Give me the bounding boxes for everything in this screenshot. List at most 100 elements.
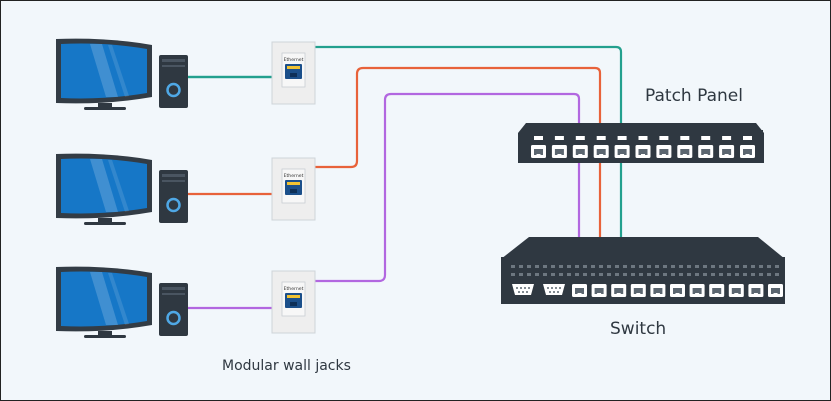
vent-dot: [727, 265, 731, 268]
vent-dot: [775, 265, 779, 268]
vent-dot: [543, 265, 547, 268]
patch-panel-port: [677, 145, 693, 158]
patch-panel-top-holes: [534, 136, 752, 140]
vent-dot: [719, 265, 723, 268]
vent-dot: [671, 265, 675, 268]
vent-dot: [519, 265, 523, 268]
patch-panel-port: [572, 145, 588, 158]
vent-dot: [743, 273, 747, 276]
switch-port: [591, 284, 607, 297]
vent-dot: [687, 265, 691, 268]
vent-dot: [543, 273, 547, 276]
vent-dot: [711, 265, 715, 268]
patch-panel-port: [551, 145, 567, 158]
vent-dot: [767, 273, 771, 276]
vent-dot: [663, 273, 667, 276]
vent-dot: [711, 273, 715, 276]
patch-panel: [518, 123, 764, 163]
patch-panel-label: Patch Panel: [645, 86, 743, 106]
vent-dot: [767, 265, 771, 268]
vent-dot: [759, 265, 763, 268]
vent-dot: [759, 273, 763, 276]
tower-icon: [159, 170, 188, 223]
vent-dot: [719, 273, 723, 276]
jack-label: Ethernet: [284, 173, 304, 179]
power-button-icon: [166, 310, 181, 326]
vent-dot: [615, 273, 619, 276]
vent-dot: [703, 273, 707, 276]
computer-2: [56, 153, 188, 225]
console-port: [512, 284, 534, 295]
vent-dot: [623, 273, 627, 276]
patch-panel-hole: [554, 136, 564, 140]
vent-dot: [687, 273, 691, 276]
switch-port: [650, 284, 666, 297]
vent-dot: [695, 273, 699, 276]
vent-dot: [583, 265, 587, 268]
vent-dot: [519, 273, 523, 276]
switch-label: Switch: [610, 319, 666, 339]
vent-dot: [663, 265, 667, 268]
vent-dot: [615, 265, 619, 268]
switch-port: [630, 284, 646, 297]
switch-port: [709, 284, 725, 297]
vent-dot: [551, 265, 555, 268]
patch-panel-hole: [534, 136, 543, 140]
patch-panel-ports: [531, 145, 755, 158]
patch-panel-port: [740, 145, 755, 158]
switch-ports: [572, 284, 783, 297]
jack-label: Ethernet: [284, 57, 304, 63]
patch-panel-port: [656, 145, 672, 158]
patch-panel-port: [719, 145, 735, 158]
patch-panel-port: [614, 145, 630, 158]
switch-port: [748, 284, 764, 297]
vent-dot: [511, 273, 515, 276]
vent-dot: [655, 273, 659, 276]
switch-console-ports: [512, 284, 565, 295]
patch-panel-hole: [743, 136, 752, 140]
vent-dot: [599, 273, 603, 276]
vent-dot: [727, 273, 731, 276]
vent-dot: [575, 273, 579, 276]
vent-dot: [655, 265, 659, 268]
patch-panel-port: [593, 145, 609, 158]
vent-dot: [679, 273, 683, 276]
computer-3: [56, 266, 188, 338]
vent-dot: [535, 265, 539, 268]
patch-panel-port: [635, 145, 651, 158]
patch-panel-hole: [701, 136, 711, 140]
switch: [501, 237, 785, 304]
vent-dot: [591, 273, 595, 276]
patch-panel-hole: [596, 136, 606, 140]
vent-dot: [583, 273, 587, 276]
patch-panel-hole: [575, 136, 585, 140]
patch-panel-port: [531, 145, 546, 158]
vent-dot: [527, 265, 531, 268]
console-port: [543, 284, 565, 295]
vent-dot: [559, 265, 563, 268]
patch-panel-hole: [617, 136, 627, 140]
patch-panel-hole: [680, 136, 690, 140]
vent-dot: [743, 265, 747, 268]
patch-panel-hole: [638, 136, 648, 140]
switch-port: [768, 284, 783, 297]
patch-panel-hole: [722, 136, 732, 140]
vent-dot: [735, 265, 739, 268]
switch-port: [689, 284, 705, 297]
vent-dot: [639, 273, 643, 276]
vent-dot: [567, 273, 571, 276]
vent-dot: [551, 273, 555, 276]
vent-dot: [631, 265, 635, 268]
vent-dot: [735, 273, 739, 276]
vent-dot: [567, 265, 571, 268]
wall-jack-2: Ethernet: [271, 157, 316, 221]
switch-port: [728, 284, 744, 297]
switch-port: [611, 284, 627, 297]
computer-1: [56, 38, 188, 110]
vent-dot: [647, 273, 651, 276]
vent-dot: [575, 265, 579, 268]
vent-dot: [535, 273, 539, 276]
vent-dot: [751, 273, 755, 276]
power-button-icon: [166, 197, 181, 213]
vent-dot: [775, 273, 779, 276]
